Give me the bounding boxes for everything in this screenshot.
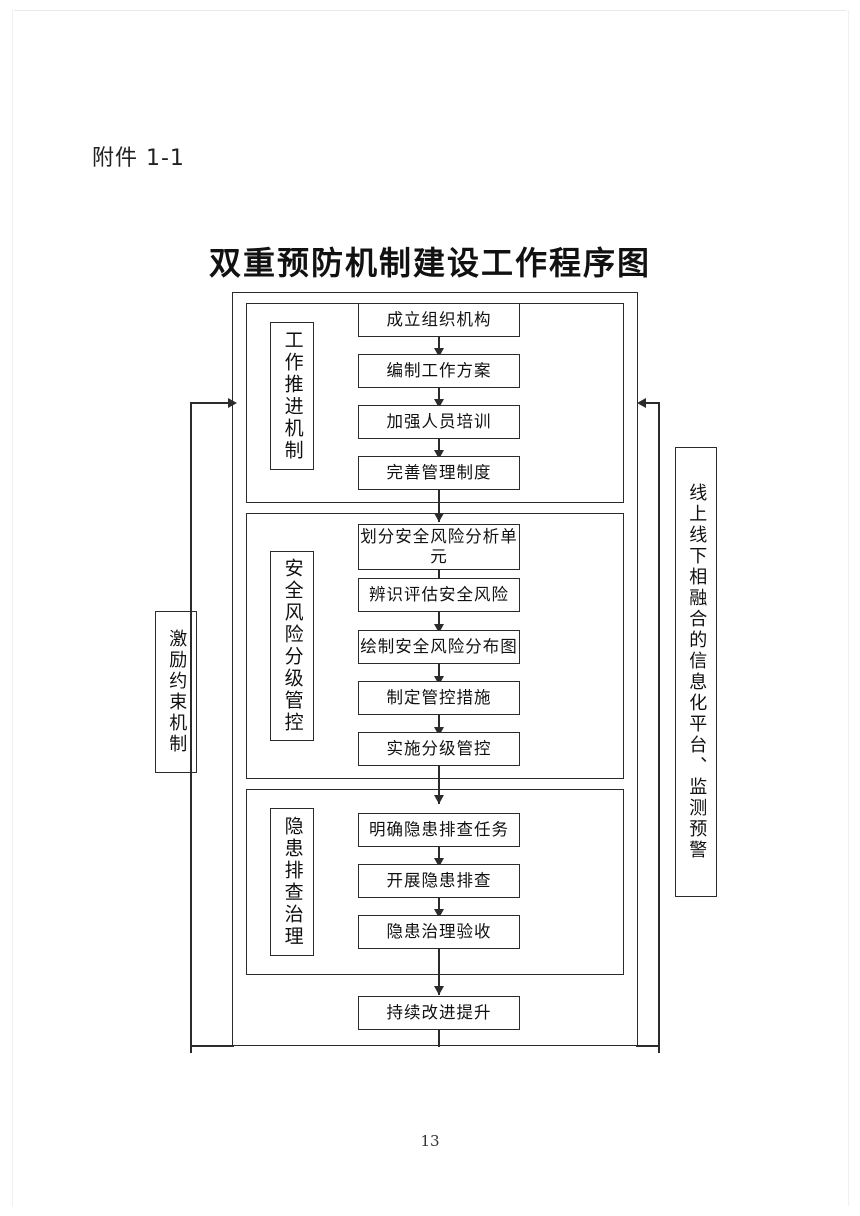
connector-line: [438, 490, 440, 522]
connector-line: [438, 570, 440, 582]
connector-line: [438, 1030, 440, 1047]
feedback-loop-right-vertical: [658, 402, 660, 1053]
category-label-hazard-investigation: 隐患排查治理: [270, 808, 314, 956]
process-box-draw-risk-distribution-map: 绘制安全风险分布图: [358, 630, 520, 664]
flowchart-outer-frame: [232, 292, 638, 1046]
scan-edge-top: [14, 10, 846, 11]
arrow-down-icon: [434, 858, 444, 867]
process-box-establish-organization: 成立组织机构: [358, 303, 520, 337]
connector-line: [438, 388, 440, 401]
feedback-loop-left-bottom: [190, 1045, 234, 1047]
connector-line: [438, 715, 440, 729]
process-box-hazard-treatment-acceptance: 隐患治理验收: [358, 915, 520, 949]
page-title: 双重预防机制建设工作程序图: [208, 244, 651, 282]
connector-line: [438, 847, 440, 860]
arrow-down-icon: [434, 450, 444, 459]
connector-line: [438, 949, 440, 995]
process-box-continuous-improvement: 持续改进提升: [358, 996, 520, 1030]
process-box-implement-graded-control: 实施分级管控: [358, 732, 520, 766]
arrow-down-icon: [434, 624, 444, 633]
arrow-down-icon: [434, 795, 444, 804]
feedback-loop-left-top: [190, 402, 230, 404]
arrow-down-icon: [434, 909, 444, 918]
arrow-down-icon: [434, 676, 444, 685]
feedback-loop-left-vertical: [190, 402, 192, 1053]
category-label-risk-grading-control: 安全风险分级管控: [270, 551, 314, 741]
connector-line: [438, 898, 440, 911]
section-frame-hazard-investigation: [246, 789, 624, 975]
process-box-identify-assess-risk: 辨识评估安全风险: [358, 578, 520, 612]
feedback-loop-right-bottom: [636, 1045, 660, 1047]
connector-line: [438, 766, 440, 804]
process-box-strengthen-training: 加强人员培训: [358, 405, 520, 439]
process-box-define-hazard-tasks: 明确隐患排查任务: [358, 813, 520, 847]
category-label-work-promotion: 工作推进机制: [270, 322, 314, 470]
arrow-left-icon: [637, 398, 646, 408]
arrow-right-icon: [228, 398, 237, 408]
connector-line: [438, 612, 440, 626]
page-number: 13: [420, 1132, 440, 1150]
arrow-down-icon: [434, 513, 444, 522]
arrow-down-icon: [434, 986, 444, 995]
side-label-information-platform: 线上线下相融合的信息化平台、监测预警: [675, 447, 717, 897]
arrow-down-icon: [434, 727, 444, 736]
connector-line: [438, 439, 440, 452]
feedback-loop-right-top: [646, 402, 660, 404]
scan-edge-left: [12, 10, 13, 1206]
process-box-carry-out-hazard-investigation: 开展隐患排查: [358, 864, 520, 898]
arrow-down-icon: [434, 348, 444, 357]
process-box-prepare-work-plan: 编制工作方案: [358, 354, 520, 388]
connector-line: [438, 664, 440, 678]
process-box-divide-risk-analysis-units: 划分安全风险分析单元: [358, 524, 520, 570]
process-box-formulate-control-measures: 制定管控措施: [358, 681, 520, 715]
process-box-improve-management-system: 完善管理制度: [358, 456, 520, 490]
attachment-label: 附件 1-1: [92, 146, 185, 171]
arrow-down-icon: [434, 399, 444, 408]
connector-line: [438, 337, 440, 350]
scan-edge-right: [848, 10, 849, 1206]
